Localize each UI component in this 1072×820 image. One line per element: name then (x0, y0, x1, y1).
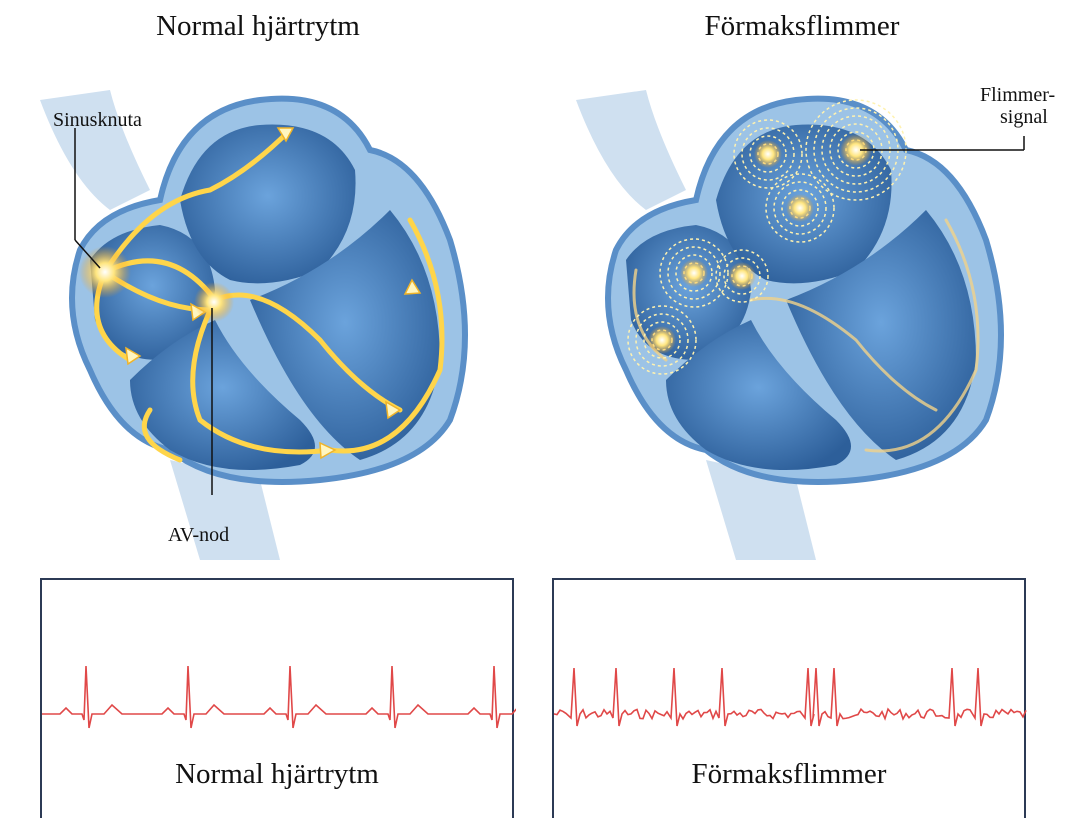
afib-ecg-line (554, 668, 1026, 726)
av-node-glow (194, 282, 234, 322)
fibrillation-signal-label-line1: Flimmer- (980, 84, 1055, 107)
av-node-label: AV-nod (168, 524, 229, 547)
fibrillation-signal-label-line2: signal (1000, 106, 1048, 129)
afib-heart-illustration (536, 40, 1072, 560)
aorta-vessel (576, 90, 686, 210)
sinus-node-label: Sinusknuta (53, 109, 142, 132)
normal-ecg-line (42, 666, 516, 728)
normal-rhythm-title: Normal hjärtrytm (48, 10, 468, 43)
aorta-vessel (40, 90, 150, 210)
normal-ecg-label: Normal hjärtrytm (42, 758, 512, 791)
afib-ecg-label: Förmaksflimmer (554, 758, 1024, 791)
afib-title: Förmaksflimmer (592, 10, 1012, 43)
normal-ecg-panel: Normal hjärtrytm (40, 578, 514, 818)
afib-ecg-panel: Förmaksflimmer (552, 578, 1026, 818)
